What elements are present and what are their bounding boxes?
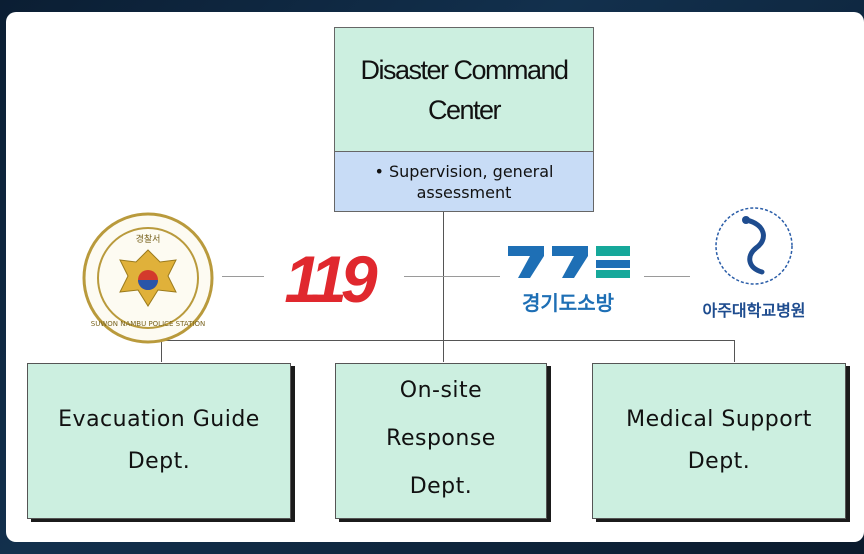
logo-link-line xyxy=(404,276,500,277)
command-center-role-box: • Supervision, general assessment xyxy=(334,151,594,212)
connector-center xyxy=(443,340,444,362)
gyeonggi-emblem-icon: 경기도소방 xyxy=(508,246,630,315)
hospital-emblem-icon: 아주대학교병원 xyxy=(702,207,806,320)
dept-medical-support-box: Medical Support Dept. xyxy=(592,363,846,519)
connector-vertical xyxy=(443,210,444,340)
dept-evacuation-guide-box: Evacuation Guide Dept. xyxy=(27,363,291,519)
command-center-box: Disaster Command Center xyxy=(334,27,594,153)
dept-evacuation-line2: Dept. xyxy=(127,449,191,474)
command-center-role-line2: assessment xyxy=(416,182,512,202)
hospital-name-text: 아주대학교병원 xyxy=(702,301,805,320)
dept-onsite-line1: On-site xyxy=(399,378,483,403)
command-center-title-line1: Disaster Command xyxy=(360,55,569,85)
svg-text:SUWON NAMBU POLICE STATION: SUWON NAMBU POLICE STATION xyxy=(91,320,205,328)
dept-evacuation-line1: Evacuation Guide xyxy=(58,407,260,432)
svg-text:경찰서: 경찰서 xyxy=(136,233,161,245)
gyeonggi-fire-logo: 경기도소방 xyxy=(500,240,644,320)
police-seal-icon: 경찰서 SUWON NAMBU POLICE STATION xyxy=(82,212,214,344)
dept-medical-line2: Dept. xyxy=(687,449,751,474)
fire-119-logo: 119 xyxy=(258,240,404,316)
gyeonggi-fire-text: 경기도소방 xyxy=(522,291,615,315)
logo-link-line xyxy=(644,276,690,277)
command-center-role-line1: • Supervision, general xyxy=(374,161,554,181)
dept-medical-line1: Medical Support xyxy=(626,407,812,432)
command-center-title-line2: Center xyxy=(427,95,502,125)
logo-link-line xyxy=(222,276,264,277)
police-seal-logo: 경찰서 SUWON NAMBU POLICE STATION xyxy=(80,210,216,346)
hospital-logo: 아주대학교병원 xyxy=(676,200,832,330)
fire-119-text: 119 xyxy=(284,242,378,312)
dept-onsite-line3: Dept. xyxy=(409,474,473,499)
dept-onsite-response-box: On-site Response Dept. xyxy=(335,363,547,519)
connector-left xyxy=(161,340,162,362)
connector-horizontal xyxy=(161,340,735,341)
connector-right xyxy=(734,340,735,362)
dept-onsite-line2: Response xyxy=(386,426,496,451)
